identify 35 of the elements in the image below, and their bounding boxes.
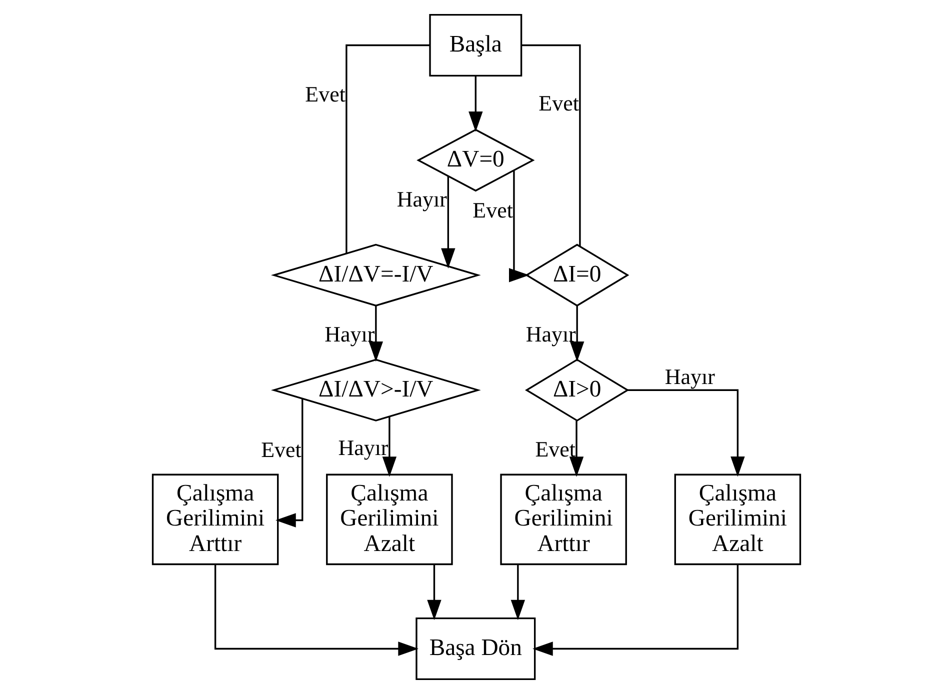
edge-label: Evet [260,437,301,462]
node-box: Başa Dön [415,617,536,680]
connector [345,44,430,254]
edge-label: Evet [534,436,576,462]
edge-label: Hayır [324,322,374,347]
node-diamond: ΔV=0 [416,128,534,192]
node-box: Çalışma Gerilimini Azalt [326,474,452,566]
arrow [569,306,584,362]
edge-label: Evet [304,81,345,106]
node-diamond: ΔI/ΔV=-I/V [270,244,480,306]
arrow [532,564,738,656]
node-diamond: ΔI=0 [524,244,629,307]
edge-label: Hayır [525,322,576,347]
arrow [382,416,396,477]
node-box: Çalışma Gerilimini Arttır [151,474,278,566]
node-diamond: ΔI/ΔV>-I/V [270,358,480,422]
node-box: Çalışma Gerilimini Arttır [500,474,626,566]
arrow [214,564,418,656]
edge-label: Evet [538,90,578,116]
arrow [510,564,525,620]
edge-label: Hayır [338,434,388,460]
node-diamond: ΔI>0 [524,358,629,422]
edge-label: Hayır [664,364,714,390]
arrow [275,398,303,528]
arrow [626,389,744,477]
arrow [508,170,529,282]
arrow [568,420,584,477]
connector [521,44,580,246]
node-box: Çalışma Gerilimini Azalt [674,474,801,566]
node-box: Başla [428,14,522,77]
arrow [440,176,455,269]
arrow [368,306,383,362]
arrow [426,564,441,620]
edge-label: Evet [472,198,512,223]
arrow [468,76,482,132]
